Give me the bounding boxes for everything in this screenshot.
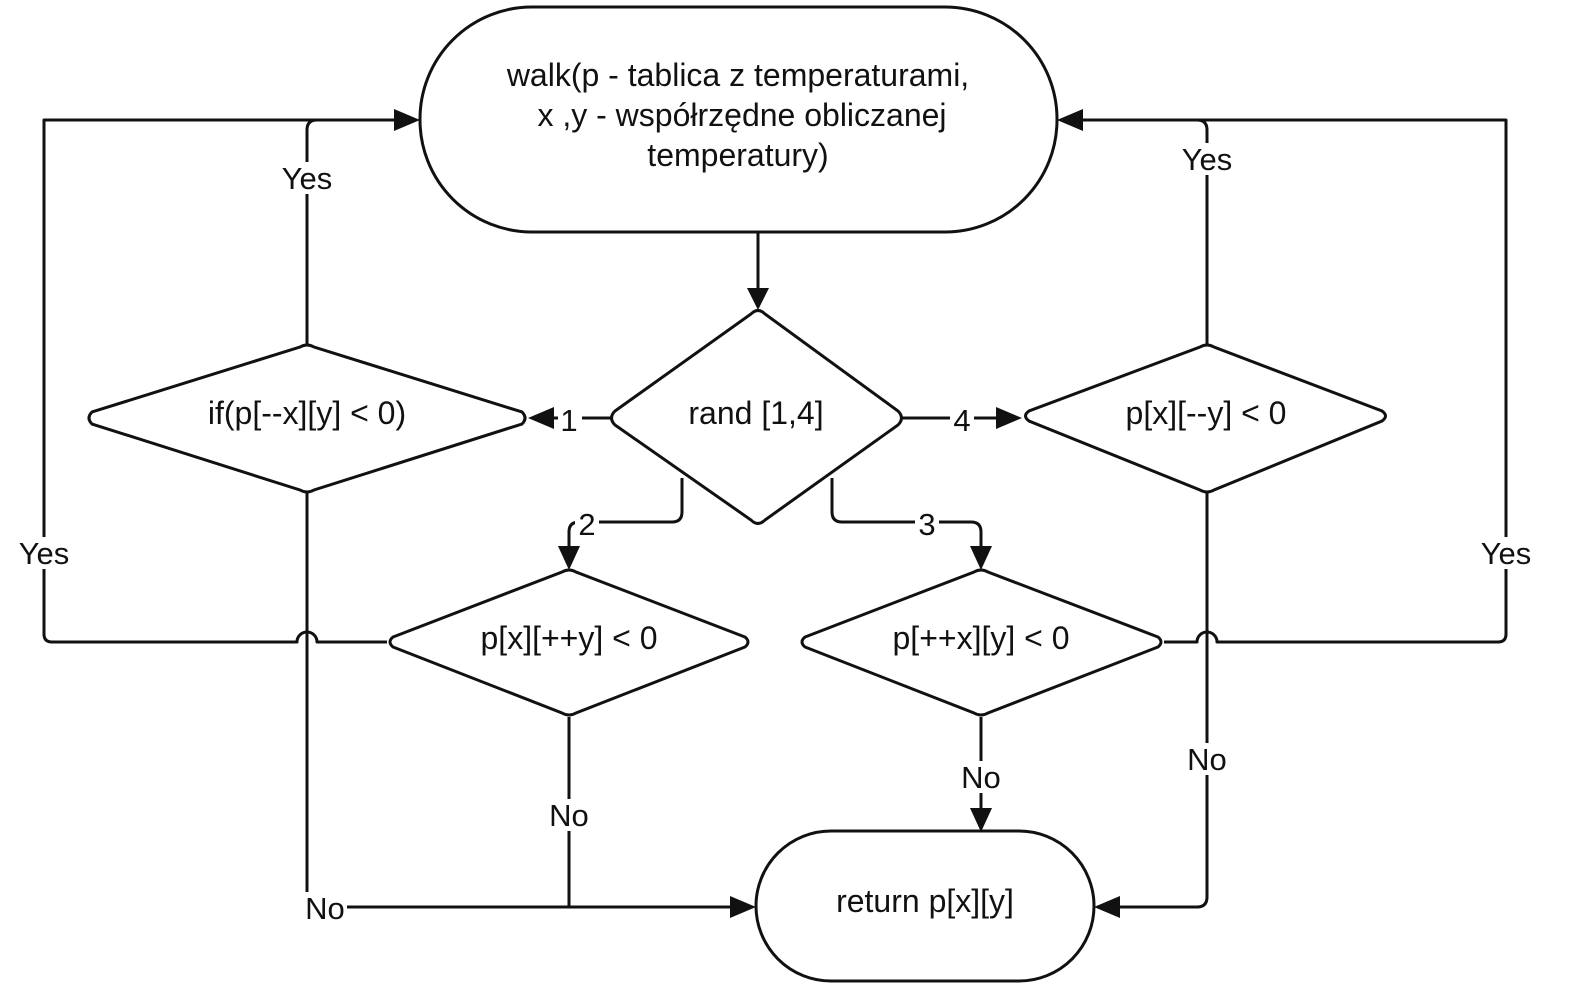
edge-cond4-no-to-end [1118,492,1209,909]
arrowhead [558,546,580,570]
arrowhead [970,546,992,570]
rand-decision [610,309,903,525]
end-terminator [754,829,1096,983]
edge-label-cond3-no: No [961,760,1001,795]
cond2-label: p[x][++y] < 0 [481,620,658,656]
end-label: return p[x][y] [836,883,1014,919]
edge-cond2-yes-to-start [42,118,396,644]
edge-rand-to-cond3 [830,478,983,548]
edge-label-branch-2: 2 [578,507,595,542]
arrowhead [970,808,992,832]
edge-label-cond2-yes: Yes [19,536,70,571]
edge-label-cond2-no: No [549,798,589,833]
edge-label-cond3-yes: Yes [1481,536,1532,571]
start-label-line-1: walk(p - tablica z temperaturami, [506,57,969,93]
edge-cond1-no-to-end [305,492,732,909]
edge-label-branch-4: 4 [953,403,970,438]
arrowhead [1094,896,1120,918]
edge-cond3-yes-to-start [1082,118,1508,644]
cond2-decision [388,568,750,717]
start-terminator [418,5,1059,234]
edge-label-branch-1: 1 [560,403,577,438]
cond3-label: p[++x][y] < 0 [893,620,1070,656]
start-label-line-3: temperatury) [647,137,828,173]
arrowhead [996,407,1022,429]
edge-cond1-yes-to-start [305,118,396,345]
cond1-label: if(p[--x][y] < 0) [208,395,406,431]
arrowhead [1057,109,1083,131]
arrowhead [528,407,554,429]
cond3-decision [800,568,1163,717]
start-label-line-2: x ,y - współrzędne obliczanej [537,97,946,133]
edge-label-branch-3: 3 [918,507,935,542]
edge-label-cond1-yes: Yes [282,161,333,196]
edge-label-cond1-no: No [305,891,345,926]
arrowhead [747,288,769,310]
edge-label-cond4-no: No [1187,742,1227,777]
cond4-label: p[x][--y] < 0 [1126,395,1287,431]
rand-label: rand [1,4] [688,395,823,431]
arrowhead [394,109,420,131]
cond1-decision [87,343,527,494]
edge-label-cond4-yes: Yes [1182,142,1233,177]
cond4-decision [1024,343,1387,494]
edge-rand-to-cond2 [567,478,684,548]
arrowhead [730,896,756,918]
